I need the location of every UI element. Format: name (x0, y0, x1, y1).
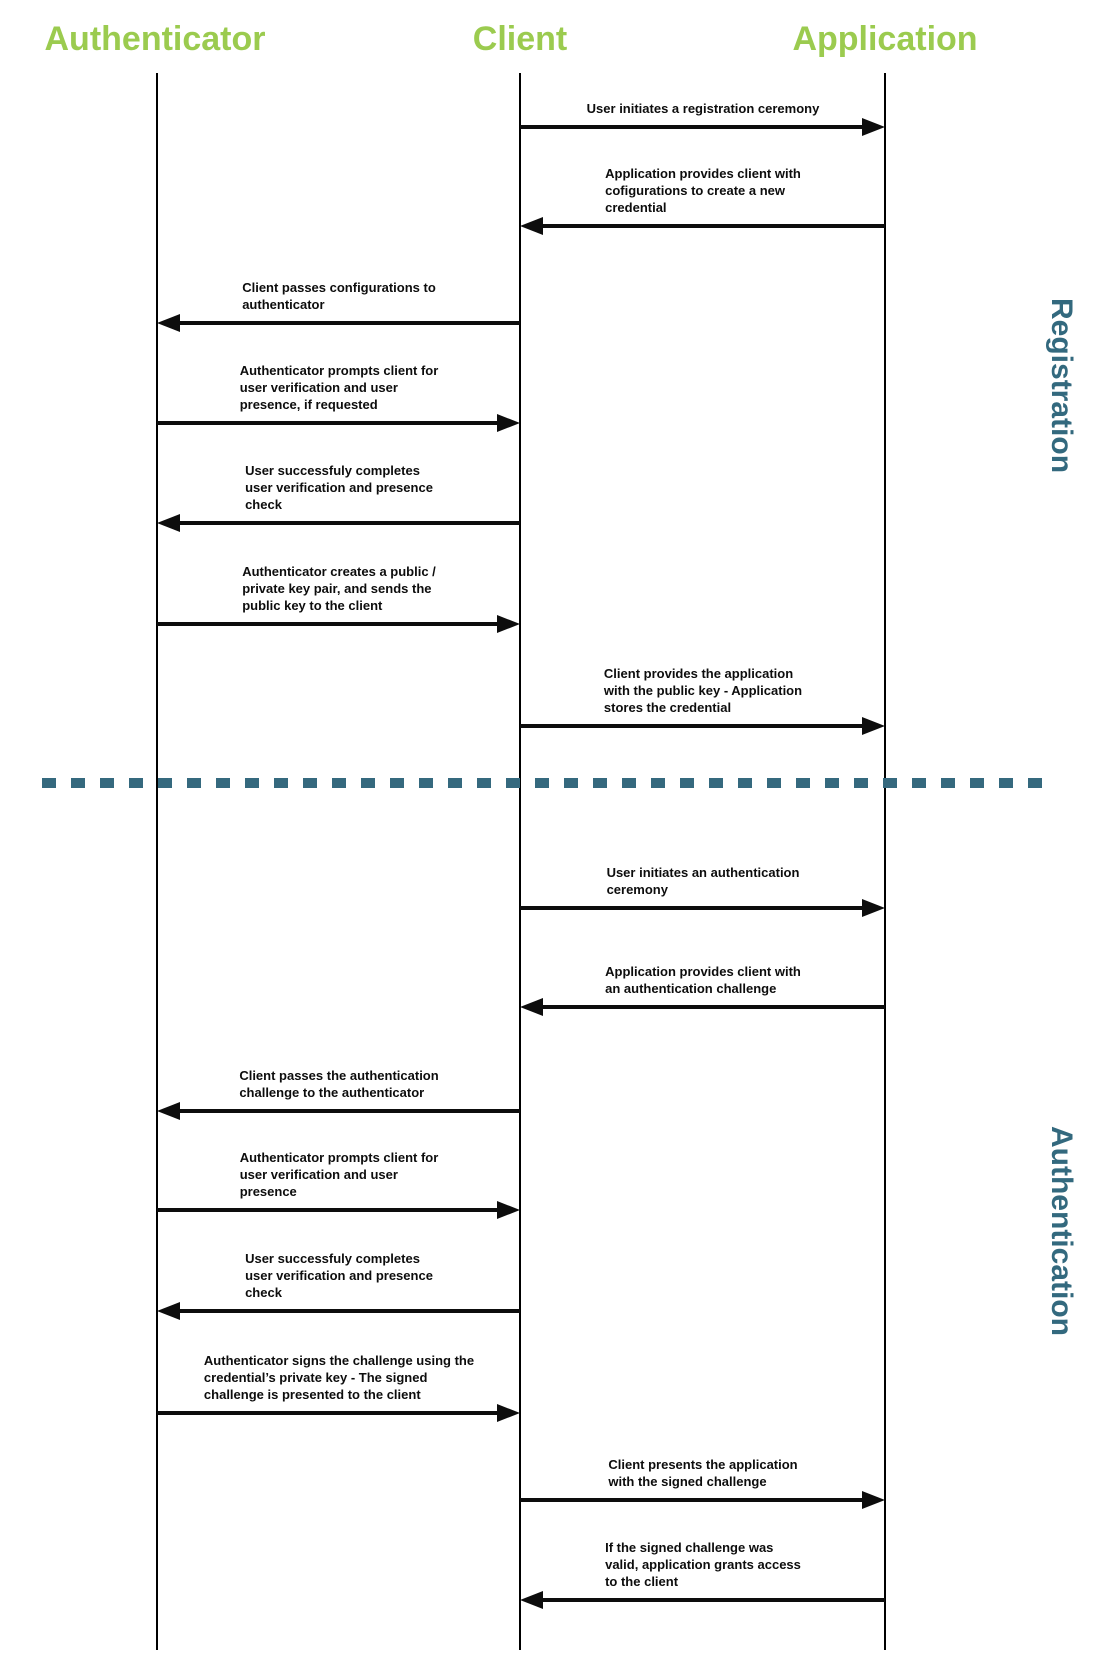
message-label: User initiates an authentication ceremon… (606, 865, 800, 897)
message-arrow-authenticator-to-client (157, 622, 497, 626)
message-label: Client passes the authentication challen… (239, 1068, 439, 1100)
message-label: Client presents the application with the… (608, 1457, 798, 1489)
message-label: User successfuly completes user verifica… (245, 463, 433, 512)
message-arrow-client-to-authenticator (180, 321, 520, 325)
message-label: If the signed challenge was valid, appli… (605, 1540, 801, 1589)
message-arrow-client-to-application (520, 906, 862, 910)
lifeline-application (884, 73, 886, 1650)
message-label: Application provides client with an auth… (605, 964, 801, 996)
message-arrow-client-to-authenticator (180, 1109, 520, 1113)
actor-title-client: Client (472, 20, 568, 58)
section-divider-dashed-line (42, 778, 1054, 788)
section-label-registration: Registration (1045, 298, 1078, 474)
message-label: Client provides the application with the… (603, 666, 803, 715)
lifeline-client (519, 73, 521, 1650)
actor-title-authenticator: Authenticator (44, 20, 266, 58)
message-label: Authenticator creates a public / private… (242, 564, 436, 613)
message-label: User successfuly completes user verifica… (245, 1251, 433, 1300)
message-label: Authenticator prompts client for user ve… (239, 1150, 439, 1199)
message-arrow-client-to-application (520, 125, 862, 129)
message-arrow-application-to-client (543, 1005, 885, 1009)
message-arrow-client-to-authenticator (180, 1309, 520, 1313)
message-arrow-client-to-application (520, 1498, 862, 1502)
message-arrow-application-to-client (543, 224, 885, 228)
message-arrow-client-to-authenticator (180, 521, 520, 525)
message-label: Application provides client with cofigur… (605, 166, 801, 215)
message-arrow-authenticator-to-client (157, 1411, 497, 1415)
lifeline-authenticator (156, 73, 158, 1650)
section-label-authentication: Authentication (1045, 1126, 1078, 1336)
message-arrow-authenticator-to-client (157, 1208, 497, 1212)
message-label: Client passes configurations to authenti… (242, 280, 436, 312)
message-arrow-authenticator-to-client (157, 421, 497, 425)
message-label: User initiates a registration ceremony (586, 101, 820, 116)
actor-title-application: Application (792, 20, 978, 58)
message-label: Authenticator prompts client for user ve… (239, 363, 439, 412)
message-arrow-application-to-client (543, 1598, 885, 1602)
message-arrow-client-to-application (520, 724, 862, 728)
message-label: Authenticator signs the challenge using … (203, 1353, 475, 1402)
